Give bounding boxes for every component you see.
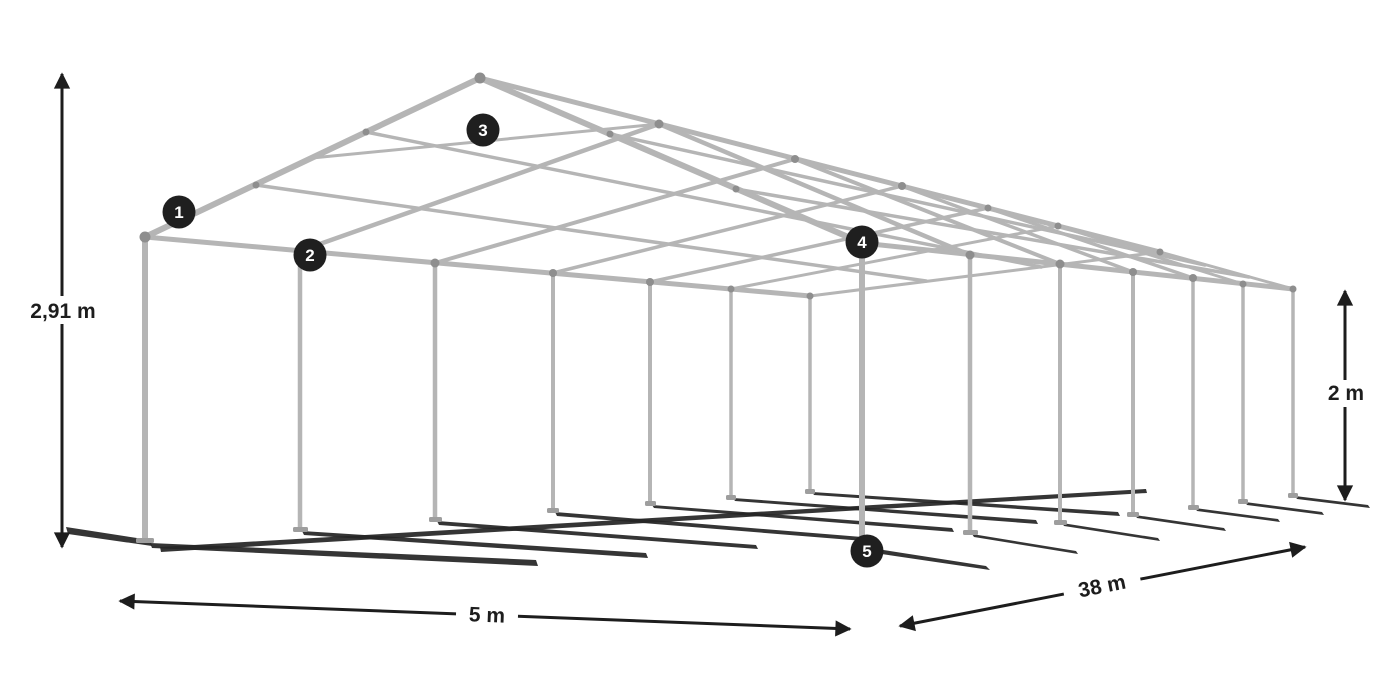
width-label: 5 m [468, 603, 505, 627]
far-wall-post [551, 271, 652, 512]
near-wall-post [1191, 276, 1295, 509]
ridge-beam [477, 75, 1163, 255]
dimension-side-height: 2 m [1317, 289, 1374, 502]
marker-3-number: 3 [478, 121, 487, 140]
marker-1-number: 1 [174, 203, 183, 222]
marker-5-number: 5 [862, 542, 871, 561]
ridge-height-label: 2,91 m [30, 300, 95, 323]
marker-5[interactable]: 5 [850, 534, 884, 568]
side-height-label: 2 m [1328, 382, 1364, 405]
far-wall-posts [142, 234, 812, 543]
near-wall-post [1058, 262, 1135, 524]
truss-shadow-bands [150, 492, 1120, 566]
far-eave-beam [142, 234, 813, 299]
near-wall-posts [859, 240, 1295, 548]
far-wall-post [729, 287, 812, 499]
far-wall-post [297, 248, 438, 532]
marker-4[interactable]: 4 [845, 225, 879, 259]
dimension-length: 38 m [898, 541, 1307, 632]
dimension-ridge-height: 2,91 m [19, 72, 107, 549]
marker-2[interactable]: 2 [293, 238, 327, 272]
marker-2-number: 2 [305, 246, 314, 265]
marker-3[interactable]: 3 [466, 113, 500, 147]
dimension-width: 5 m [118, 593, 852, 637]
marker-1[interactable]: 1 [162, 195, 196, 229]
roof-purlins [254, 130, 1251, 283]
marker-4-number: 4 [857, 233, 867, 252]
tent-frame [136, 72, 1298, 548]
part-markers: 1 2 3 4 5 [162, 113, 884, 568]
ground-shadows [66, 489, 1370, 570]
post-shadow-streaks [66, 489, 1370, 570]
